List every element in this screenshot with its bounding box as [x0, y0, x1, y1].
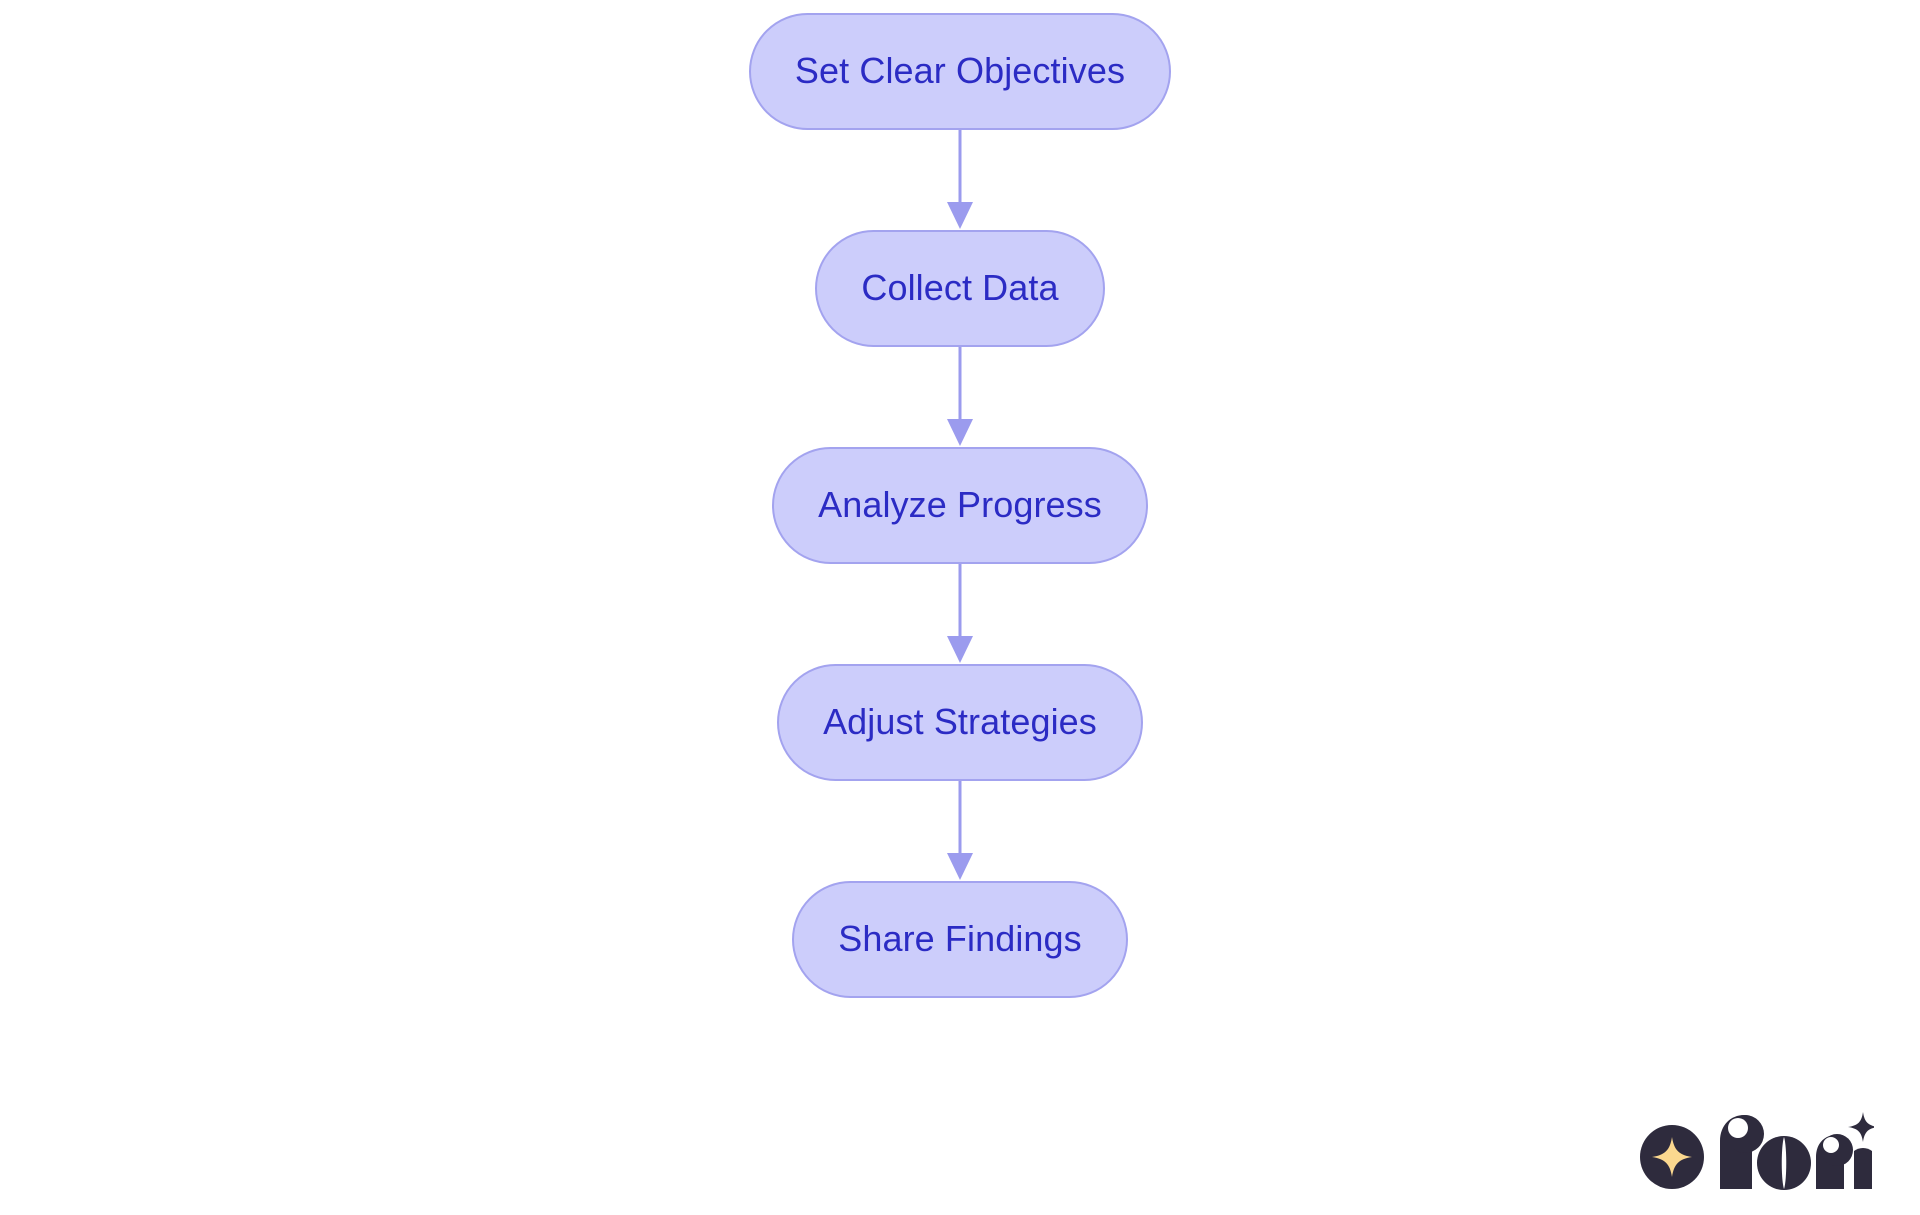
flow-edge-1: [947, 130, 973, 230]
flow-node-label: Collect Data: [861, 266, 1059, 308]
edge-line: [958, 781, 962, 857]
edge-line: [958, 130, 962, 206]
flow-node-label: Adjust Strategies: [823, 700, 1097, 742]
arrow-head-icon: [947, 202, 973, 229]
flow-node-analyze-progress[interactable]: Analyze Progress: [772, 447, 1148, 564]
flow-edge-4: [947, 781, 973, 881]
logo-mark-circle: [1640, 1125, 1704, 1189]
flow-node-share-findings[interactable]: Share Findings: [792, 881, 1128, 998]
flow-node-label: Share Findings: [838, 917, 1082, 959]
rori-wordmark-glyphs: [1720, 1112, 1874, 1190]
flow-node-label: Set Clear Objectives: [794, 49, 1126, 91]
edge-line: [958, 564, 962, 640]
flow-node-label: Analyze Progress: [818, 483, 1102, 525]
edge-line: [958, 347, 962, 423]
rori-logo: [1640, 1107, 1874, 1193]
arrow-head-icon: [947, 419, 973, 446]
flowchart-node-column: Set Clear Objectives Collect Data Analyz…: [0, 13, 1920, 998]
rori-wordmark: [1718, 1111, 1874, 1193]
arrow-head-icon: [947, 636, 973, 663]
flow-node-set-clear-objectives[interactable]: Set Clear Objectives: [748, 13, 1172, 130]
flow-edge-3: [947, 564, 973, 664]
flow-node-adjust-strategies[interactable]: Adjust Strategies: [777, 664, 1143, 781]
four-point-star-icon: [1652, 1137, 1692, 1177]
flow-edge-2: [947, 347, 973, 447]
arrow-head-icon: [947, 853, 973, 880]
flow-node-collect-data[interactable]: Collect Data: [815, 230, 1105, 347]
